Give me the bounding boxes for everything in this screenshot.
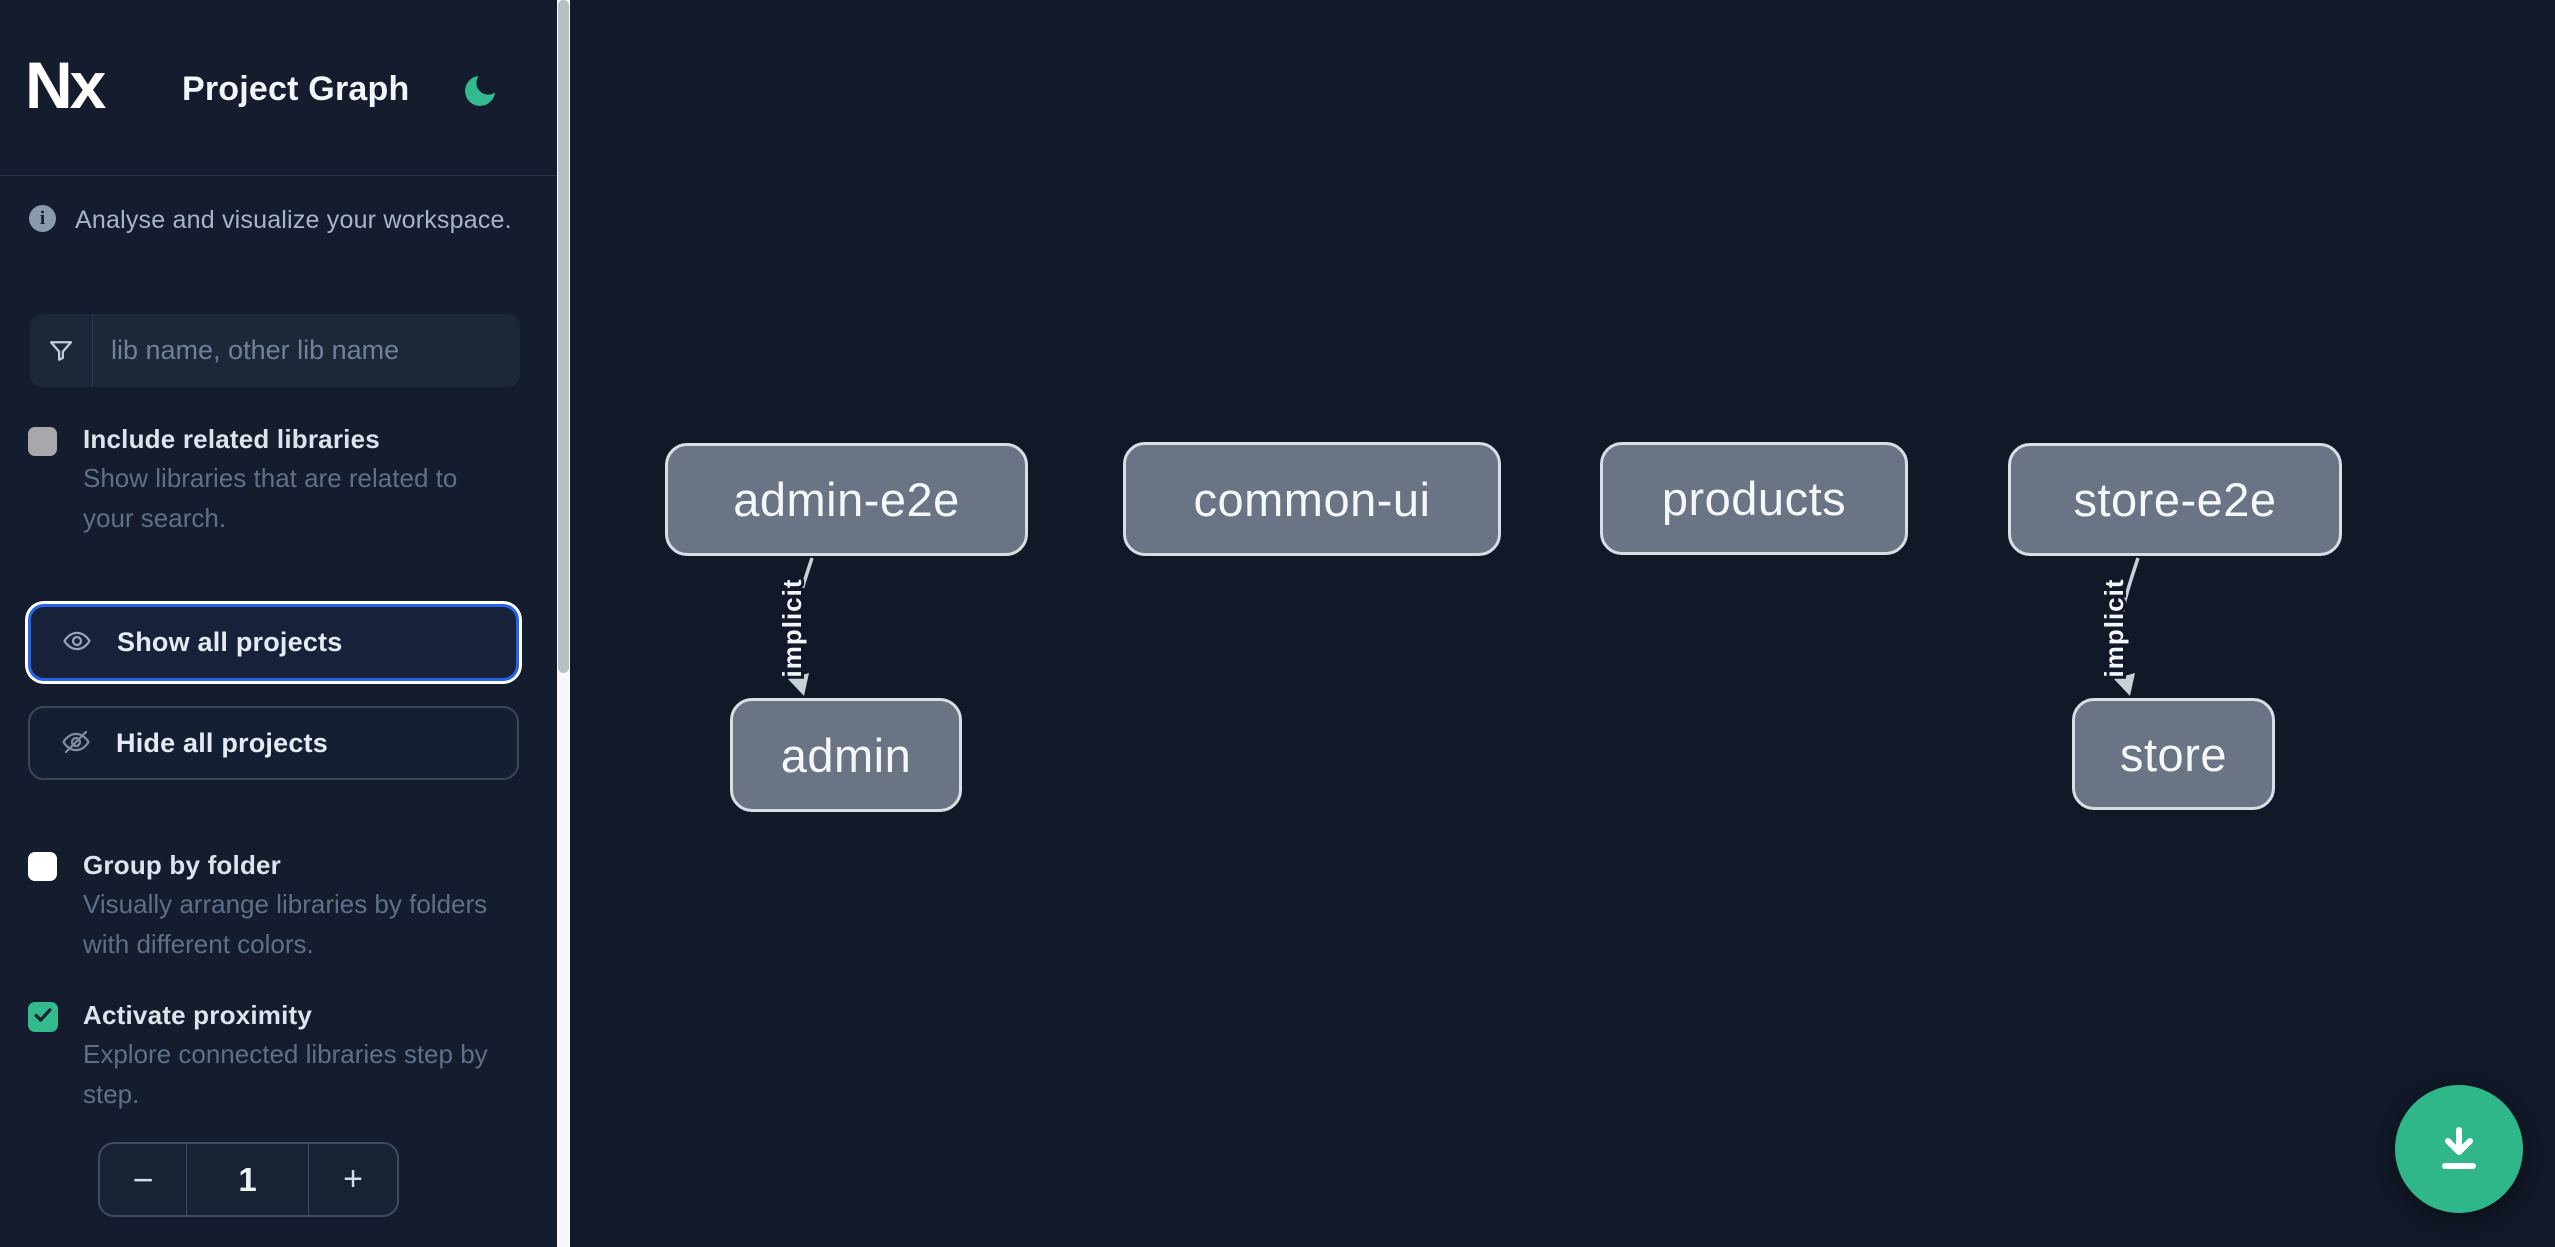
page-title: Project Graph (182, 70, 410, 108)
include-related-libraries-description: Show libraries that are related to your … (83, 463, 458, 533)
graph-node-admin-e2e[interactable]: admin-e2e (665, 443, 1028, 556)
group-by-folder-label: Group by folder (83, 850, 281, 880)
graph-node-products[interactable]: products (1600, 442, 1908, 555)
eye-icon (57, 626, 97, 659)
hide-all-projects-button[interactable]: Hide all projects (28, 706, 519, 780)
check-icon (32, 1004, 54, 1031)
include-related-libraries-checkbox[interactable] (28, 427, 57, 456)
proximity-depth-stepper: − 1 + (98, 1142, 399, 1217)
filter-input-group (30, 314, 520, 387)
header-divider (0, 175, 557, 176)
group-by-folder-checkbox[interactable] (28, 852, 57, 881)
graph-node-admin[interactable]: admin (730, 698, 962, 812)
include-related-libraries-label: Include related libraries (83, 424, 380, 454)
filter-funnel-icon (30, 314, 93, 387)
increment-button[interactable]: + (308, 1144, 397, 1215)
eye-off-icon (56, 727, 96, 760)
info-icon: i (29, 205, 56, 232)
nx-logo-text: Nx (25, 48, 106, 122)
decrement-button[interactable]: − (100, 1144, 187, 1215)
download-icon (2431, 1120, 2487, 1179)
theme-toggle-button[interactable] (458, 70, 502, 114)
graph-node-common-ui[interactable]: common-ui (1123, 442, 1501, 556)
graph-canvas[interactable] (570, 0, 2555, 1247)
proximity-depth-value: 1 (238, 1160, 257, 1198)
activate-proximity-description: Explore connected libraries step by step… (83, 1039, 488, 1109)
sidebar-scrollbar[interactable] (557, 0, 570, 1247)
moon-icon (460, 75, 500, 114)
download-image-button[interactable] (2395, 1085, 2523, 1213)
graph-node-store[interactable]: store (2072, 698, 2275, 810)
show-all-projects-label: Show all projects (117, 627, 343, 657)
hide-all-projects-label: Hide all projects (116, 727, 328, 758)
activate-proximity-label: Activate proximity (83, 1000, 313, 1030)
nx-logo: Nx (25, 52, 106, 118)
sidebar-scrollbar-thumb[interactable] (558, 0, 569, 673)
group-by-folder-description: Visually arrange libraries by folders wi… (83, 889, 488, 959)
show-all-projects-button[interactable]: Show all projects (28, 604, 519, 681)
activate-proximity-checkbox[interactable] (28, 1002, 58, 1032)
sidebar: Nx Project Graph i Analyse and visualize… (0, 0, 557, 1247)
workspace-tagline: Analyse and visualize your workspace. (75, 206, 512, 234)
filter-input[interactable] (93, 314, 520, 387)
graph-node-store-e2e[interactable]: store-e2e (2008, 443, 2342, 556)
